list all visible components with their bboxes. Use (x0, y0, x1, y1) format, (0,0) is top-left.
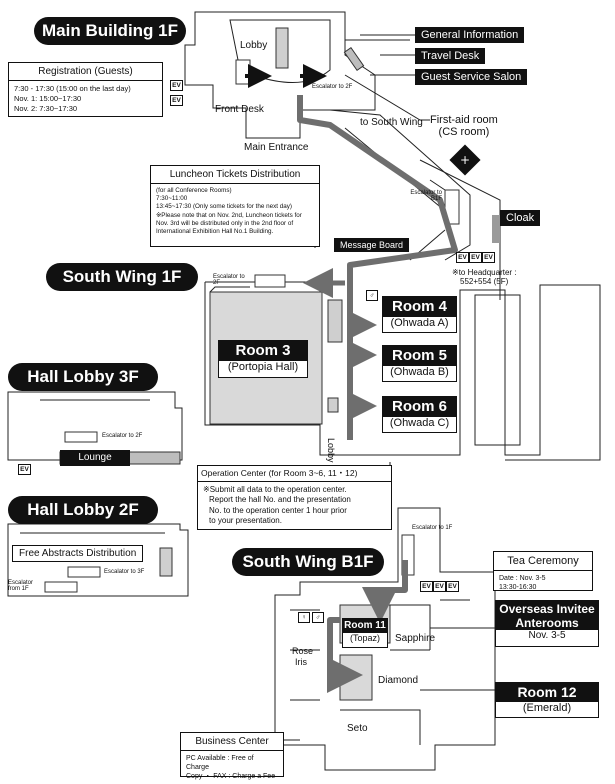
svg-text:+: + (460, 153, 470, 167)
registration-line: Nov. 2: 7:30~17:30 (14, 103, 78, 113)
elevator-icon: EV (469, 252, 482, 263)
lobby-label: Lobby (240, 40, 268, 51)
first-aid-label: First-aid room (CS room) (430, 114, 498, 138)
escalator-b1f-1f-label: Escalator to 1F (412, 525, 453, 531)
escalator-2f-3f-label: Escalator to 3F (104, 569, 145, 575)
luncheon-box: Luncheon Tickets Distribution (for all C… (150, 165, 320, 247)
overseas-anterooms-badge: Overseas Invitee Anterooms Nov. 3-5 (495, 600, 599, 647)
operation-line: ※Submit all data to the operation center… (203, 485, 347, 495)
overseas-title-line1: Overseas Invitee (499, 602, 595, 616)
first-aid-line1: First-aid room (430, 114, 498, 126)
room-11-name: Room 11 (343, 619, 387, 633)
headquarter-line2: 552+554 (5F) (460, 277, 509, 286)
room-3-badge: Room 3 (Portopia Hall) (218, 340, 308, 378)
main-building-title: Main Building 1F (34, 17, 186, 45)
guest-service-salon-tag: Guest Service Salon (415, 69, 528, 85)
cloak-tag: Cloak (500, 210, 541, 226)
operation-center-title: Operation Center (for Room 3~6, 11・12) (198, 466, 391, 483)
luncheon-line: (for all Conference Rooms) (156, 187, 232, 194)
room-5-badge: Room 5 (Ohwada B) (382, 345, 457, 382)
message-board-tag: Message Board (334, 238, 410, 252)
first-aid-line2: (CS room) (438, 126, 490, 138)
business-center-box: Business Center PC Available : Free of C… (180, 732, 284, 780)
registration-line: Nov. 1: 15:00~17:30 (14, 93, 82, 103)
operation-line: No. to the operation center 1 hour prior (209, 505, 347, 515)
hall-lobby-3f-title: Hall Lobby 3F (8, 363, 158, 391)
room-12-sub: (Emerald) (522, 702, 572, 714)
room-3-name: Room 3 (219, 341, 307, 361)
lounge-label: Lounge (60, 450, 130, 466)
overseas-title-line2: Anterooms (515, 616, 579, 630)
luncheon-title: Luncheon Tickets Distribution (151, 166, 319, 184)
room-11-badge: Room 11 (Topaz) (342, 618, 388, 648)
business-center-title: Business Center (181, 733, 283, 751)
escalator-main-2f-label: Escalator to 2F (312, 84, 353, 90)
room-5-name: Room 5 (383, 346, 456, 366)
luncheon-line: ※Please note that on Nov. 2nd, Luncheon … (156, 211, 302, 219)
elevator-icon: EV (482, 252, 495, 263)
escalator-main-b1f-label: Escalator to B1F (410, 190, 442, 202)
escalator-3f-2f-label: Escalator to 2F (102, 433, 143, 439)
headquarter-label: ※to Headquarter : 552+554 (5F) (452, 268, 517, 286)
free-abstracts-tag: Free Abstracts Distribution (12, 545, 144, 562)
headquarter-line1: ※to Headquarter : (452, 268, 517, 277)
elevator-icon: EV (18, 464, 31, 475)
tea-ceremony-box: Tea Ceremony Date : Nov. 3-5 13:30-16:30 (493, 551, 593, 591)
escalator-sw-2f-label: Escalator to 2F (213, 274, 245, 286)
elevator-icon: EV (456, 252, 469, 263)
tea-line: Date : Nov. 3-5 (499, 575, 546, 583)
room-3-sub: (Portopia Hall) (227, 361, 299, 373)
operation-line: to your presentation. (209, 516, 282, 526)
iris-label: Iris (295, 657, 307, 667)
escalator-2f-from-1f-label: Escalator from 1F (8, 580, 34, 592)
operation-line: Report the hall No. and the presentation (209, 495, 351, 505)
registration-box: Registration (Guests) 7:30 - 17:30 (15:0… (8, 62, 163, 117)
elevator-icon: EV (170, 95, 183, 106)
luncheon-line: 7:30~11:00 (156, 195, 188, 203)
front-desk-label: Front Desk (215, 104, 264, 115)
lobby-vertical-label: Lobby (326, 438, 336, 463)
south-wing-b1f-title: South Wing B1F (232, 548, 384, 576)
hall-lobby-2f-title: Hall Lobby 2F (8, 496, 158, 524)
elevator-icon: EV (420, 581, 433, 592)
luncheon-line: 13:45~17:30 (Only some tickets for the n… (156, 203, 292, 211)
room-11-sub: (Topaz) (349, 633, 380, 643)
room-6-badge: Room 6 (Ohwada C) (382, 396, 457, 433)
elevator-icon: EV (170, 80, 183, 91)
overseas-date: Nov. 3-5 (528, 630, 566, 641)
elevator-icon: EV (446, 581, 459, 592)
registration-title: Registration (Guests) (9, 63, 162, 81)
operation-center-box: Operation Center (for Room 3~6, 11・12) ※… (197, 465, 392, 530)
travel-desk-tag: Travel Desk (415, 48, 486, 64)
luncheon-line: Nov. 3rd will be distributed only in the… (156, 219, 294, 227)
luncheon-line: International Exhibition Hall No.1 Build… (156, 227, 274, 235)
room-6-sub: (Ohwada C) (389, 417, 450, 429)
room-12-badge: Room 12 (Emerald) (495, 682, 599, 718)
room-12-name: Room 12 (496, 683, 598, 702)
business-line: PC Available : Free of Charge (186, 755, 254, 772)
main-entrance-label: Main Entrance (244, 142, 309, 153)
general-information-tag: General Information (415, 27, 525, 43)
to-south-wing-label: to South Wing (360, 117, 423, 128)
seto-label: Seto (347, 723, 368, 734)
registration-line: 7:30 - 17:30 (15:00 on the last day) (14, 84, 131, 93)
room-4-name: Room 4 (383, 297, 456, 317)
room-6-name: Room 6 (383, 397, 456, 417)
room-4-sub: (Ohwada A) (390, 317, 449, 329)
business-line: Copy ・ FAX : Charge a Fee (186, 773, 276, 781)
elevator-icon: EV (433, 581, 446, 592)
tea-ceremony-title: Tea Ceremony (494, 552, 592, 572)
south-wing-1f-title: South Wing 1F (46, 263, 198, 291)
room-5-sub: (Ohwada B) (390, 366, 449, 378)
sapphire-label: Sapphire (395, 633, 436, 644)
restroom-icon: ♂ (366, 290, 378, 301)
rose-label: Rose (292, 646, 314, 656)
restroom-icon: ♂ (312, 612, 324, 623)
diamond-label: Diamond (378, 675, 419, 686)
restroom-icon: ♀ (298, 612, 310, 623)
room-4-badge: Room 4 (Ohwada A) (382, 296, 457, 333)
tea-line: 13:30-16:30 (499, 584, 537, 592)
